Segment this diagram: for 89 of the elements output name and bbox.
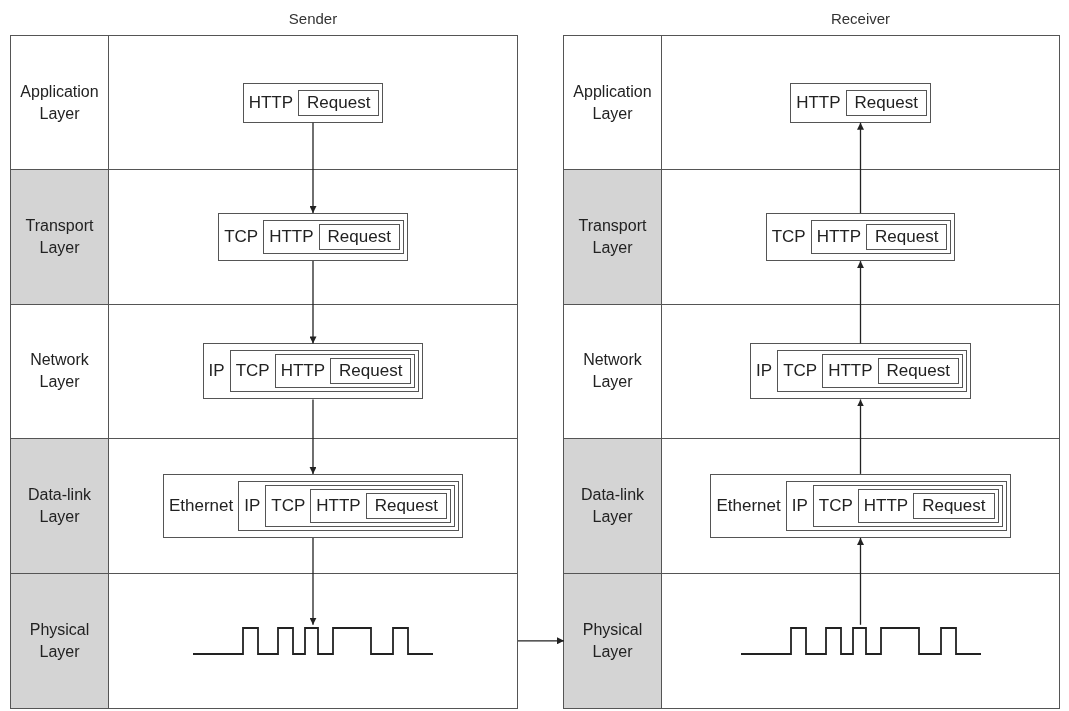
- packet-label: Ethernet: [715, 494, 782, 517]
- layer-name: Transport Layer: [577, 216, 648, 259]
- packet-label: Request: [326, 226, 392, 249]
- arrow: [309, 122, 317, 214]
- layer-name: Data-link Layer: [26, 484, 93, 527]
- packet-label: TCP: [270, 494, 307, 517]
- packet-label: HTTP: [815, 226, 863, 249]
- packet-label: HTTP: [795, 91, 842, 114]
- packet-box: [218, 213, 408, 262]
- packet-label: Request: [306, 91, 372, 114]
- panel-heading: Receiver: [829, 9, 892, 29]
- square-wave-drawing: [739, 624, 982, 657]
- packet-box: [229, 350, 420, 393]
- packet-label: IP: [790, 494, 809, 517]
- packet-box: [710, 473, 1011, 538]
- packet-box: [785, 480, 1007, 531]
- packet-label: TCP: [782, 360, 819, 383]
- layer-name: Physical Layer: [581, 619, 644, 662]
- packet-box: [765, 213, 956, 262]
- layer-cell: [11, 439, 109, 574]
- packet-label: HTTP: [827, 360, 874, 383]
- packet-label: Request: [885, 360, 951, 383]
- packet-label: Request: [921, 494, 987, 517]
- layer-cell: [11, 304, 109, 440]
- layer-name: Data-link Layer: [579, 484, 646, 527]
- packet-label: HTTP: [268, 226, 315, 249]
- packet-label: IP: [755, 360, 774, 383]
- packet-box: [238, 480, 459, 531]
- packet-box: [202, 343, 424, 400]
- packet-label: TCP: [234, 360, 271, 383]
- layer-name: Application Layer: [19, 81, 100, 124]
- layer-cell: [11, 573, 109, 708]
- packet-box: [310, 488, 451, 523]
- packet-box: [298, 89, 380, 116]
- packet-box: [790, 82, 931, 123]
- packet-box: [822, 354, 963, 389]
- packet-box: [810, 220, 952, 255]
- arrow: [309, 260, 317, 345]
- arrow: [857, 537, 864, 626]
- packet-box: [866, 224, 948, 251]
- packet-label: Request: [338, 360, 404, 383]
- packet-label: HTTP: [315, 494, 362, 517]
- packet-label: Request: [874, 226, 940, 249]
- layer-name: Transport Layer: [24, 216, 95, 259]
- packet-box: [263, 220, 404, 255]
- arrow: [517, 637, 565, 645]
- packet-label: Ethernet: [167, 494, 235, 517]
- packet-box: [274, 354, 416, 389]
- layer-cell: [11, 170, 109, 305]
- layer-cell: [564, 36, 662, 171]
- packet-label: HTTP: [862, 494, 910, 517]
- packet-box: [777, 350, 967, 393]
- packet-box: [845, 89, 927, 116]
- square-wave-drawing: [192, 624, 434, 657]
- arrow: [857, 122, 864, 214]
- layer-name: Physical Layer: [28, 619, 91, 662]
- arrow: [309, 398, 317, 475]
- packet-label: IP: [207, 360, 226, 383]
- layer-name: Network Layer: [29, 350, 90, 393]
- packet-label: TCP: [817, 494, 854, 517]
- packet-label: TCP: [223, 226, 260, 249]
- packet-box: [330, 358, 412, 385]
- packet-label: HTTP: [247, 91, 295, 114]
- packet-label: Request: [373, 494, 439, 517]
- packet-label: HTTP: [279, 360, 327, 383]
- packet-box: [242, 82, 384, 123]
- packet-box: [877, 358, 959, 385]
- layer-cell: [564, 439, 662, 574]
- packet-box: [365, 492, 447, 519]
- layer-cell: [564, 170, 662, 305]
- packet-label: IP: [243, 494, 262, 517]
- arrow: [857, 260, 864, 345]
- layer-cell: [564, 573, 662, 708]
- packet-box: [318, 224, 400, 251]
- panel-heading: Sender: [287, 9, 339, 29]
- layer-cell: [11, 36, 109, 171]
- packet-box: [265, 484, 455, 527]
- arrow: [857, 398, 864, 475]
- arrow: [309, 537, 317, 626]
- packet-box: [162, 473, 463, 538]
- layer-name: Application Layer: [572, 81, 653, 124]
- packet-box: [812, 484, 1003, 527]
- packet-box: [857, 488, 999, 523]
- layer-cell: [564, 304, 662, 440]
- packet-label: TCP: [770, 226, 807, 249]
- layer-name: Network Layer: [582, 350, 643, 393]
- packet-box: [913, 492, 995, 519]
- packet-box: [750, 343, 971, 400]
- packet-label: Request: [853, 91, 919, 114]
